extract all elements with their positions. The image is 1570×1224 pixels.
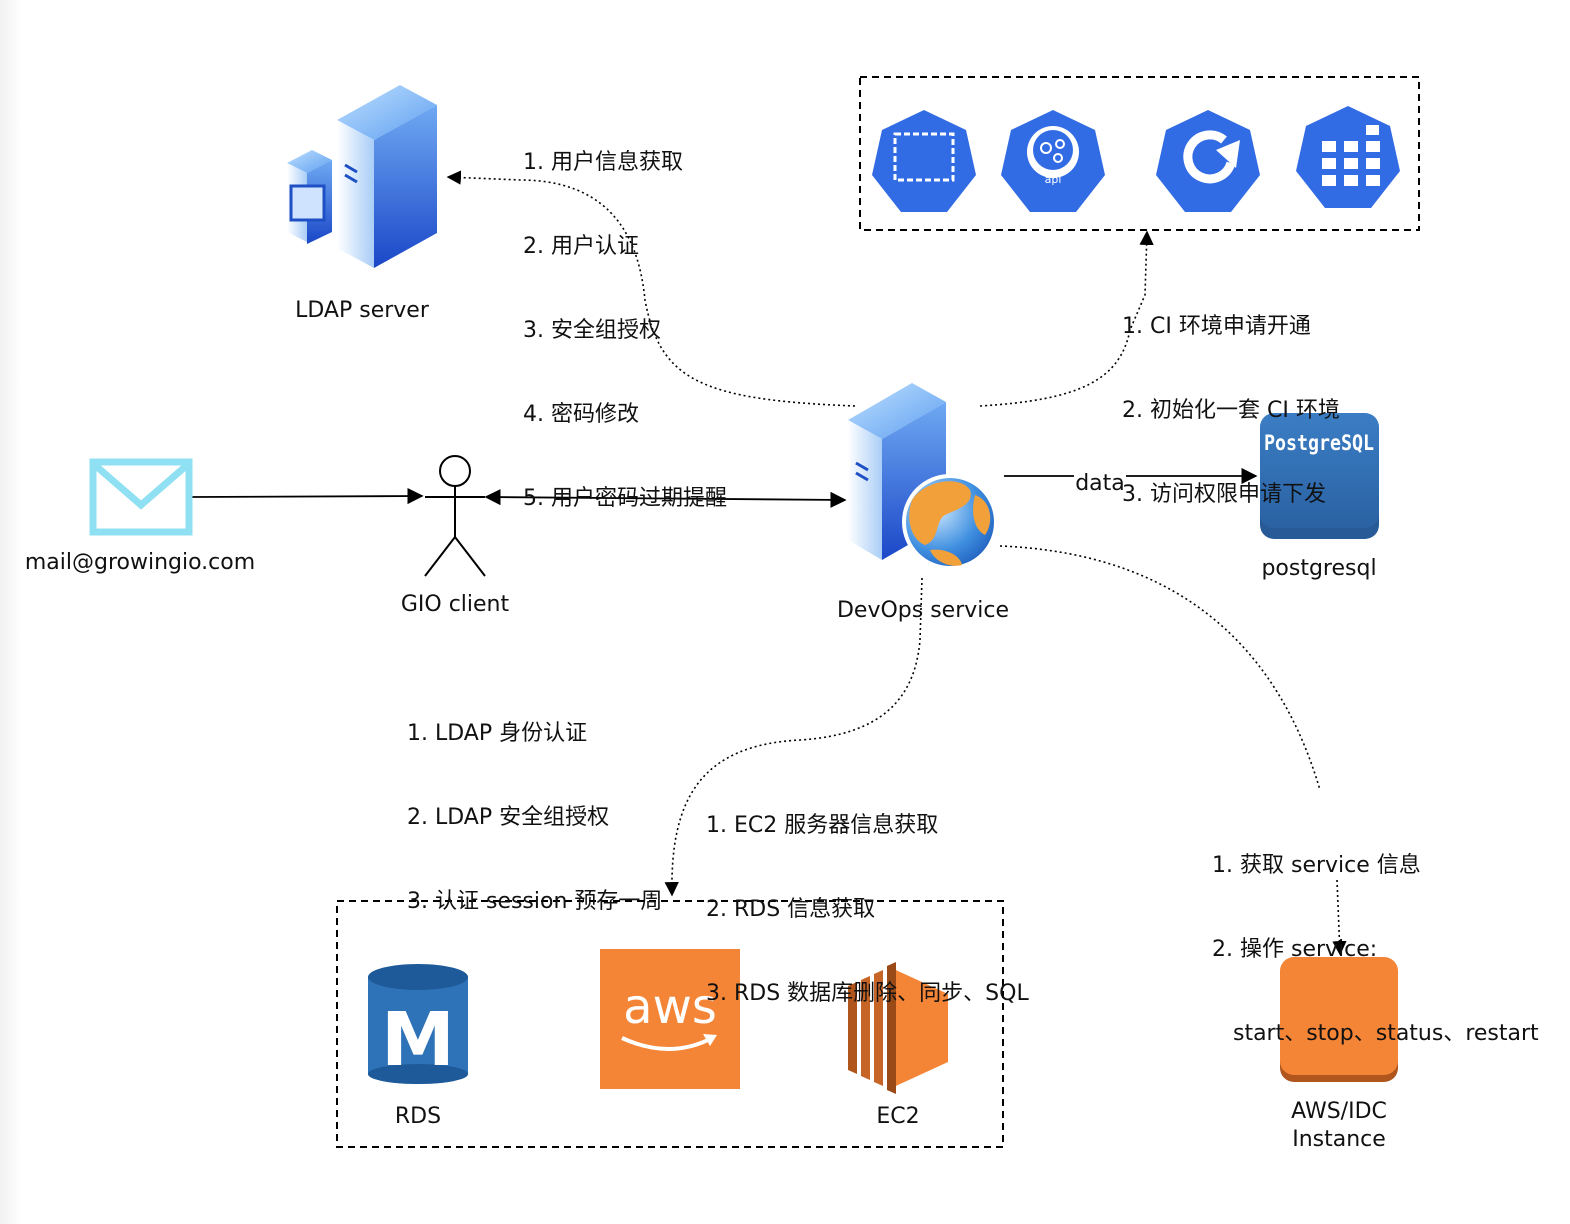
- ec2-label: EC2: [876, 1104, 920, 1129]
- list-item: 2. 初始化一套 CI 环境: [1122, 398, 1340, 423]
- list-item: 2. RDS 信息获取: [706, 897, 876, 922]
- instance-operations-list: 1. 获取 service 信息 2. 操作 service: start、st…: [1212, 796, 1539, 1076]
- svg-text:M: M: [381, 997, 455, 1083]
- postgresql-label: postgresql: [1261, 556, 1377, 581]
- aws-operations-list: 1. EC2 服务器信息获取 2. RDS 信息获取 3. RDS 数据库删除、…: [706, 756, 1029, 1036]
- k8s-api-icon: api: [1001, 110, 1105, 212]
- data-edge-label: data: [1075, 471, 1125, 496]
- k8s-refresh-icon: [1156, 110, 1260, 212]
- list-item: 1. 用户信息获取: [523, 150, 683, 175]
- instance-label-line1: AWS/IDC: [1291, 1099, 1387, 1124]
- rds-label: RDS: [394, 1104, 442, 1129]
- list-item: 2. LDAP 安全组授权: [407, 805, 610, 830]
- k8s-pod-icon: [872, 110, 976, 212]
- list-item: 1. CI 环境申请开通: [1122, 314, 1311, 339]
- list-item: 3. 访问权限申请下发: [1122, 482, 1326, 507]
- mail-to-client-edge: [191, 487, 424, 505]
- list-item: 2. 操作 service:: [1212, 937, 1378, 962]
- list-item: 1. 获取 service 信息: [1212, 853, 1421, 878]
- list-item: 3. 认证 session 预存一周: [407, 889, 663, 914]
- aws-logo-icon: aws: [600, 949, 740, 1089]
- ci-operations-list: 1. CI 环境申请开通 2. 初始化一套 CI 环境 3. 访问权限申请下发: [1122, 257, 1340, 537]
- devops-service-label: DevOps service: [836, 598, 1010, 623]
- list-item: 2. 用户认证: [523, 234, 639, 259]
- left-edge-shade: [0, 0, 22, 1224]
- devops-to-ldap-edge: [446, 170, 856, 407]
- mail-label: mail@growingio.com: [24, 550, 256, 575]
- client-devops-edge: [484, 489, 847, 508]
- data-label-bg: [1074, 468, 1126, 494]
- ldap-server-label: LDAP server: [295, 298, 429, 323]
- user-icon: [424, 455, 486, 577]
- gio-client-label: GIO client: [400, 592, 510, 617]
- devops-to-aws-edge: [664, 577, 923, 897]
- instance-icon: [1280, 957, 1398, 1082]
- devops-server-icon: [848, 383, 946, 560]
- ldap-server-icon: [287, 85, 437, 268]
- list-item: start、stop、status、restart: [1212, 1021, 1539, 1046]
- list-item: 5. 用户密码过期提醒: [523, 486, 727, 511]
- ldap-operations-list: 1. 用户信息获取 2. 用户认证 3. 安全组授权 4. 密码修改 5. 用户…: [523, 93, 727, 541]
- list-item: 3. RDS 数据库删除、同步、SQL: [706, 981, 1029, 1006]
- kubernetes-group-box: [859, 76, 1420, 231]
- k8s-grid-icon: [1296, 106, 1400, 208]
- devops-to-instance-edge: [999, 545, 1321, 791]
- mail-icon: [89, 458, 193, 536]
- svg-text:PostgreSQL: PostgreSQL: [1264, 431, 1374, 455]
- svg-text:aws: aws: [623, 979, 717, 1035]
- instance-label-line2: Instance: [1292, 1127, 1386, 1152]
- list-item: 4. 密码修改: [523, 402, 639, 427]
- client-operations-list: 1. LDAP 身份认证 2. LDAP 安全组授权 3. 认证 session…: [407, 664, 662, 944]
- rds-icon: M: [368, 964, 468, 1084]
- svg-text:api: api: [1045, 173, 1062, 186]
- list-item: 1. LDAP 身份认证: [407, 721, 588, 746]
- ec2-icon: [848, 962, 948, 1094]
- postgresql-icon: PostgreSQL: [1260, 413, 1379, 539]
- globe-icon: [902, 474, 998, 570]
- list-item: 3. 安全组授权: [523, 318, 661, 343]
- instance-arrow-edge: [1332, 879, 1347, 956]
- list-item: 1. EC2 服务器信息获取: [706, 813, 939, 838]
